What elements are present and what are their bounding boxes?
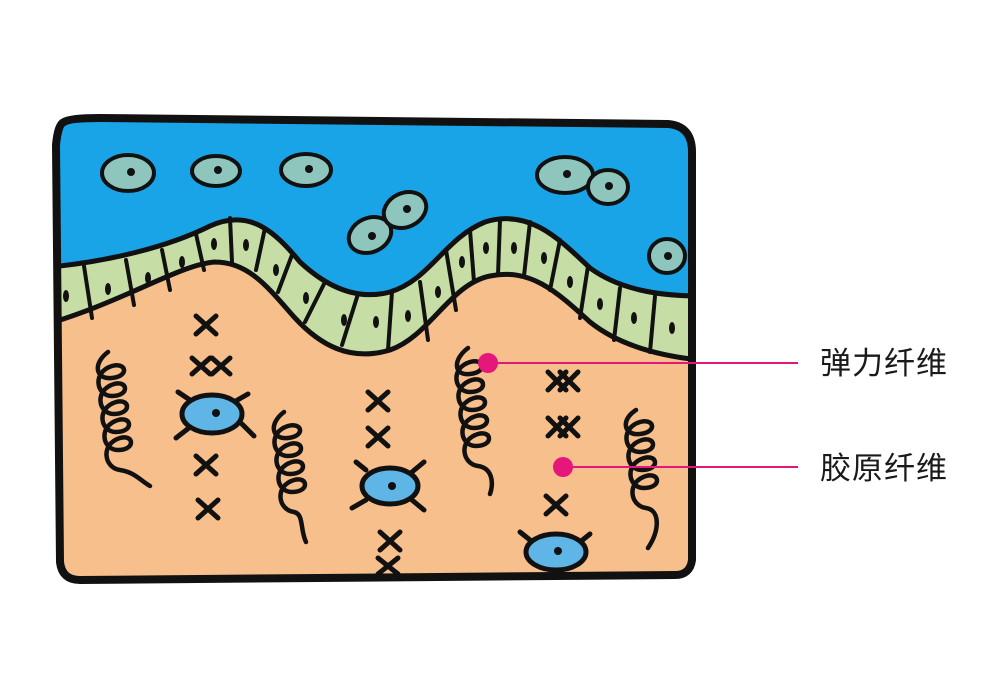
elastic-fiber-pointer-dot: [478, 353, 498, 373]
epithelium-layer: [56, 216, 692, 363]
frame-outline: [52, 114, 696, 584]
free-cell-nuclei: [127, 165, 672, 260]
collagen-fibers: [189, 313, 581, 577]
elastic-fiber-coil: [271, 409, 309, 545]
lumen: [56, 118, 692, 296]
elastic-fibers: [95, 345, 660, 551]
label-pointers: [478, 353, 798, 477]
epithelial-cell-walls: [82, 216, 657, 354]
collagen-fiber-pointer-dot: [553, 457, 573, 477]
epithelial-nuclei: [63, 238, 675, 334]
fibroblast-cell: [179, 392, 245, 436]
elastic-fiber-coil: [454, 345, 495, 497]
elastic-fiber-coil: [623, 407, 660, 551]
elastic-fiber-label: 弹力纤维: [820, 346, 948, 382]
tissue-block: [52, 114, 696, 584]
fibroblast-nuclei: [212, 409, 562, 555]
collagen-fiber-label: 胶原纤维: [820, 451, 948, 487]
elastic-fiber-coil: [95, 349, 153, 489]
